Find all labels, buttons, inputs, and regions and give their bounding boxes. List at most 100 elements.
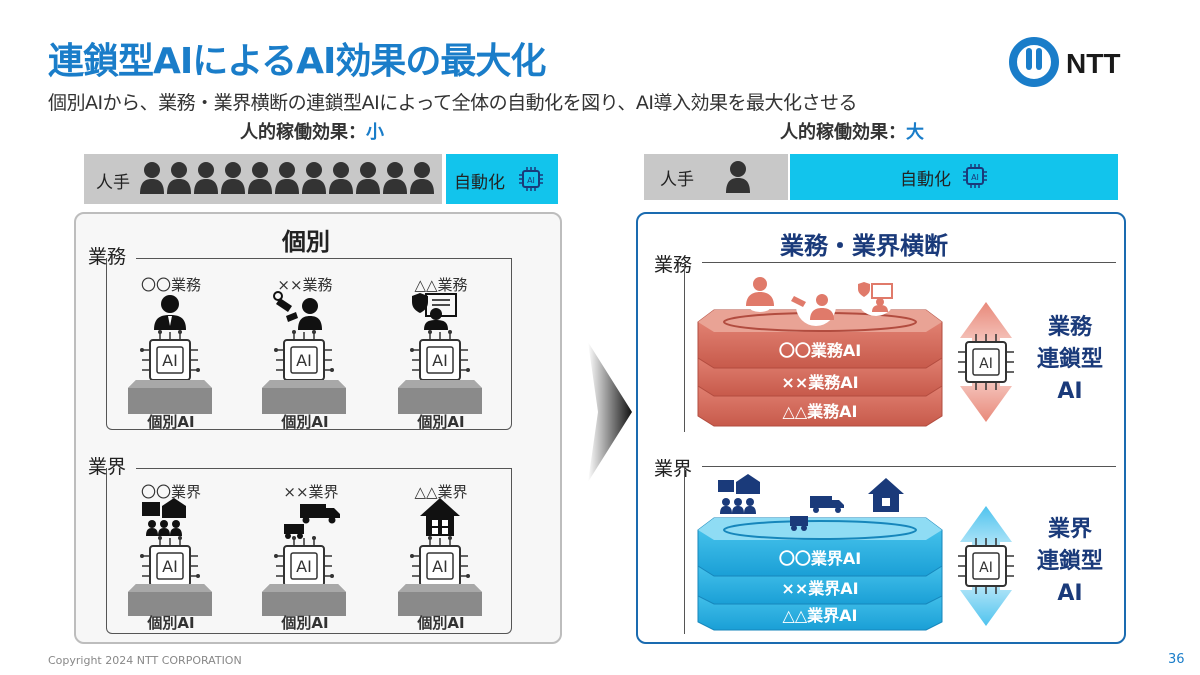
warehouse-icon xyxy=(142,498,186,536)
left-ops-diagram: AI AI AI xyxy=(128,291,482,414)
ai-chip-icon: AI xyxy=(519,167,543,191)
person-icon xyxy=(383,162,407,194)
industry-layer-1 xyxy=(697,517,943,577)
transition-arrow-icon xyxy=(588,342,632,482)
chip-label: AI xyxy=(296,557,312,576)
platform-block xyxy=(398,380,482,414)
person-icon xyxy=(221,162,245,194)
chip-label: AI xyxy=(979,560,993,576)
industry-item-2: ××業界 xyxy=(283,483,339,501)
ops-item-3: △△業務 xyxy=(414,276,468,294)
warehouse-icon xyxy=(718,474,760,514)
chip-label: AI xyxy=(162,557,178,576)
person-icon xyxy=(356,162,380,194)
person-icon xyxy=(410,162,434,194)
left-industry-section xyxy=(106,468,512,634)
ops-chain-stack: 〇〇業務AI ××業務AI △△業務AI xyxy=(697,272,943,427)
left-effect-value: 小 xyxy=(366,122,384,143)
ai-chip-icon: AI xyxy=(963,164,987,188)
left-effect-prefix: 人的稼働効果： xyxy=(240,122,366,143)
right-auto-bar xyxy=(790,154,1118,200)
industry-item-1: 〇〇業界 xyxy=(140,483,201,501)
person-icon xyxy=(726,161,750,193)
right-auto-label: 自動化 xyxy=(900,170,951,190)
right-ops-label: 業務 xyxy=(654,254,693,276)
chip-label: AI xyxy=(432,351,448,370)
ops-layer-1-label: 〇〇業務AI xyxy=(779,341,861,360)
right-ops-divider xyxy=(702,262,1116,263)
platform-block xyxy=(262,380,346,414)
truck-icon xyxy=(284,504,340,539)
left-people-icons xyxy=(140,162,434,194)
ops-item-2: ××業務 xyxy=(277,276,333,294)
ntt-logo-mark-icon xyxy=(1009,37,1059,87)
industry-layer-2-label: ××業界AI xyxy=(781,579,858,598)
industry-layer-3-label: △△業界AI xyxy=(783,606,858,625)
industry-layer-1-label: 〇〇業界AI xyxy=(779,549,861,568)
page-title: 連鎖型AIによるAI効果の最大化 xyxy=(48,41,546,82)
person-icon xyxy=(167,162,191,194)
indiv-ai-label: 個別AI xyxy=(281,413,329,431)
left-industry-divider xyxy=(136,468,512,469)
right-effect-heading: 人的稼働効果：大 xyxy=(780,118,924,144)
right-industry-edge xyxy=(684,466,685,634)
left-auto-label: 自動化 xyxy=(454,173,505,193)
left-ops-section xyxy=(106,258,512,430)
circle-icons xyxy=(740,272,896,326)
copyright-footer: Copyright 2024 NTT CORPORATION xyxy=(48,654,242,667)
person-icon xyxy=(302,162,326,194)
person-icon xyxy=(329,162,353,194)
industry-chain-line-1: 業界 xyxy=(1047,517,1092,542)
industry-chain-line-2: 連鎖型 xyxy=(1036,549,1103,574)
ops-chain-line-1: 業務 xyxy=(1047,315,1092,340)
right-industry-divider xyxy=(702,466,1116,467)
chip-label: AI xyxy=(432,557,448,576)
industry-chain-line-3: AI xyxy=(1057,581,1083,606)
left-industry-diagram: AI AI AI xyxy=(128,498,482,616)
chip-label: AI xyxy=(162,351,178,370)
worker-icon xyxy=(273,291,322,330)
left-ops-label: 業務 xyxy=(88,246,127,268)
indiv-ai-label: 個別AI xyxy=(417,614,465,632)
ops-layer-2-label: ××業務AI xyxy=(781,373,858,392)
ntt-logo-text: NTT xyxy=(1066,48,1120,79)
svg-text:AI: AI xyxy=(971,173,979,182)
security-monitor-icon xyxy=(412,293,457,330)
person-icon xyxy=(140,162,164,194)
person-icon xyxy=(194,162,218,194)
platform-block xyxy=(128,380,212,414)
house-icon xyxy=(420,498,460,536)
house-icon xyxy=(868,478,904,512)
svg-text:AI: AI xyxy=(527,176,535,185)
left-manual-label: 人手 xyxy=(96,173,130,193)
ops-double-arrow-icon: AI xyxy=(958,302,1014,422)
left-manual-bar xyxy=(84,154,442,204)
industry-double-arrow-icon: AI xyxy=(958,506,1014,626)
indiv-ai-label: 個別AI xyxy=(417,413,465,431)
right-manual-bar xyxy=(644,154,788,200)
ops-chain-title: 業務 連鎖型 AI xyxy=(1020,312,1120,408)
page-number: 36 xyxy=(1168,652,1185,667)
person-icon xyxy=(248,162,272,194)
ops-chain-line-3: AI xyxy=(1057,379,1083,404)
ntt-logo: NTT xyxy=(1009,37,1120,87)
individual-panel-title: 個別 xyxy=(282,228,330,256)
businessman-icon xyxy=(154,295,186,330)
left-effect-heading: 人的稼働効果：小 xyxy=(240,118,384,144)
cross-panel-title: 業務・業界横断 xyxy=(780,232,948,260)
truck-icon xyxy=(790,496,844,531)
right-ops-edge xyxy=(684,262,685,432)
indiv-ai-label: 個別AI xyxy=(147,614,195,632)
page-subtitle: 個別AIから、業務・業界横断の連鎖型AIによって全体の自動化を図り、AI導入効果… xyxy=(48,92,858,114)
industry-item-3: △△業界 xyxy=(414,483,468,501)
indiv-ai-label: 個別AI xyxy=(281,614,329,632)
industry-chain-title: 業界 連鎖型 AI xyxy=(1020,514,1120,610)
right-industry-label: 業界 xyxy=(654,458,693,480)
left-ops-divider xyxy=(136,258,512,259)
chip-label: AI xyxy=(296,351,312,370)
person-icon xyxy=(275,162,299,194)
chip-label: AI xyxy=(979,356,993,372)
ops-item-1: 〇〇業務 xyxy=(140,276,201,294)
industry-chain-stack: 〇〇業界AI ××業界AI △△業界AI xyxy=(697,474,943,631)
industry-icons xyxy=(718,474,904,531)
